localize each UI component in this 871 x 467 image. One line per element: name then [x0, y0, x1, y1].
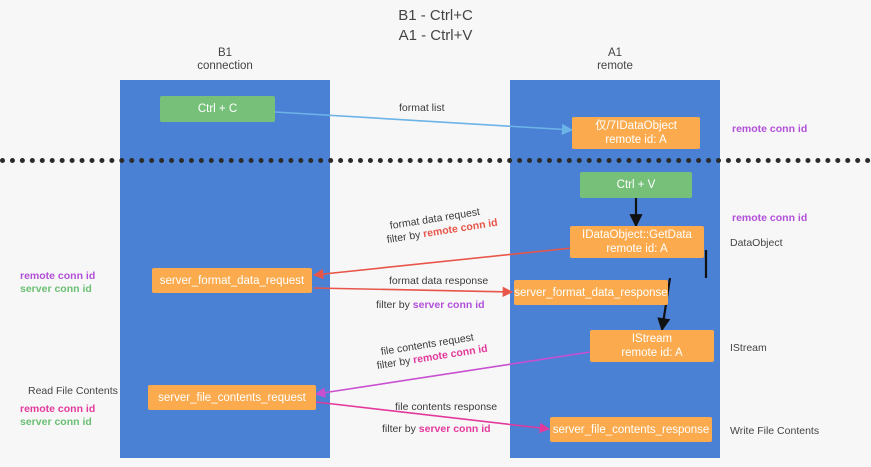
- box-server-format-data-response[interactable]: server_format_data_response: [514, 280, 668, 305]
- edge-label-format-data-response: format data response: [389, 275, 489, 287]
- box-server-file-contents-response[interactable]: server_file_contents_response: [550, 417, 712, 442]
- side-label-left-bottom-server-conn-id: server conn id: [20, 416, 92, 428]
- phase-divider: [0, 158, 871, 163]
- side-label-left-mid-remote-conn-id: remote conn id: [20, 270, 96, 282]
- box-server-format-data-request-label: server_format_data_request: [159, 274, 305, 287]
- filter-prefix-4: filter by: [382, 423, 419, 435]
- box-idataobject-top-line2: remote id: A: [605, 134, 667, 146]
- filter-prefix-2: filter by: [376, 299, 413, 311]
- lane-heading-b1: B1 connection: [197, 47, 253, 72]
- box-ctrl-v-label: Ctrl + V: [616, 179, 656, 191]
- arrow-format-data-request: [312, 247, 573, 280]
- box-idataobject-top[interactable]: 仅/7IDataObject remote id: A: [572, 117, 700, 149]
- box-server-format-data-response-label: server_format_data_response: [514, 286, 668, 299]
- arrow-file-contents-request: [314, 351, 591, 398]
- edge-label-file-contents-response-filter: filter by server conn id: [382, 422, 491, 436]
- box-server-file-contents-response-label: server_file_contents_response: [552, 423, 710, 436]
- box-istream[interactable]: IStream remote id: A: [590, 330, 714, 362]
- arrow-format-list: [274, 111, 574, 135]
- box-idataobject-getdata-line1: IDataObject::GetData: [582, 229, 692, 241]
- side-label-left-mid-server-conn-id: server conn id: [20, 283, 92, 295]
- box-ctrl-c[interactable]: Ctrl + C: [160, 96, 275, 122]
- box-idataobject-getdata[interactable]: IDataObject::GetData remote id: A: [570, 226, 704, 258]
- side-label-right-istream: IStream: [730, 342, 767, 354]
- side-label-right-dataobject: DataObject: [730, 237, 783, 249]
- box-server-file-contents-request[interactable]: server_file_contents_request: [148, 385, 316, 410]
- arrow-file-contents-response: [315, 401, 551, 434]
- box-ctrl-v[interactable]: Ctrl + V: [580, 172, 692, 198]
- edge-label-file-contents-response: file contents response: [395, 401, 498, 413]
- edge-label-format-list: format list: [399, 102, 445, 114]
- side-label-right-mid-remote-conn-id: remote conn id: [732, 212, 808, 224]
- box-server-file-contents-request-label: server_file_contents_request: [158, 391, 306, 404]
- side-label-left-bottom-remote-conn-id: remote conn id: [20, 403, 96, 415]
- diagram-title: B1 - Ctrl+C A1 - Ctrl+V: [398, 7, 473, 44]
- box-istream-line2: remote id: A: [621, 347, 683, 359]
- box-idataobject-getdata-line2: remote id: A: [606, 243, 668, 255]
- box-idataobject-top-line1: 仅/7IDataObject: [595, 120, 677, 132]
- filter-value-server-conn-id-1: server conn id: [412, 299, 485, 311]
- box-istream-line1: IStream: [631, 333, 673, 345]
- box-ctrl-c-label: Ctrl + C: [197, 103, 238, 115]
- filter-value-server-conn-id-2: server conn id: [418, 423, 491, 435]
- side-label-right-top-remote-conn-id: remote conn id: [732, 123, 808, 135]
- side-label-right-write-file-contents: Write File Contents: [730, 425, 820, 437]
- side-label-left-read-file-contents: Read File Contents: [28, 385, 118, 397]
- edge-label-format-data-response-filter: filter by server conn id: [376, 298, 485, 312]
- box-server-format-data-request[interactable]: server_format_data_request: [152, 268, 312, 293]
- lane-heading-a1: A1 remote: [597, 47, 633, 72]
- arrow-format-data-response: [313, 286, 514, 298]
